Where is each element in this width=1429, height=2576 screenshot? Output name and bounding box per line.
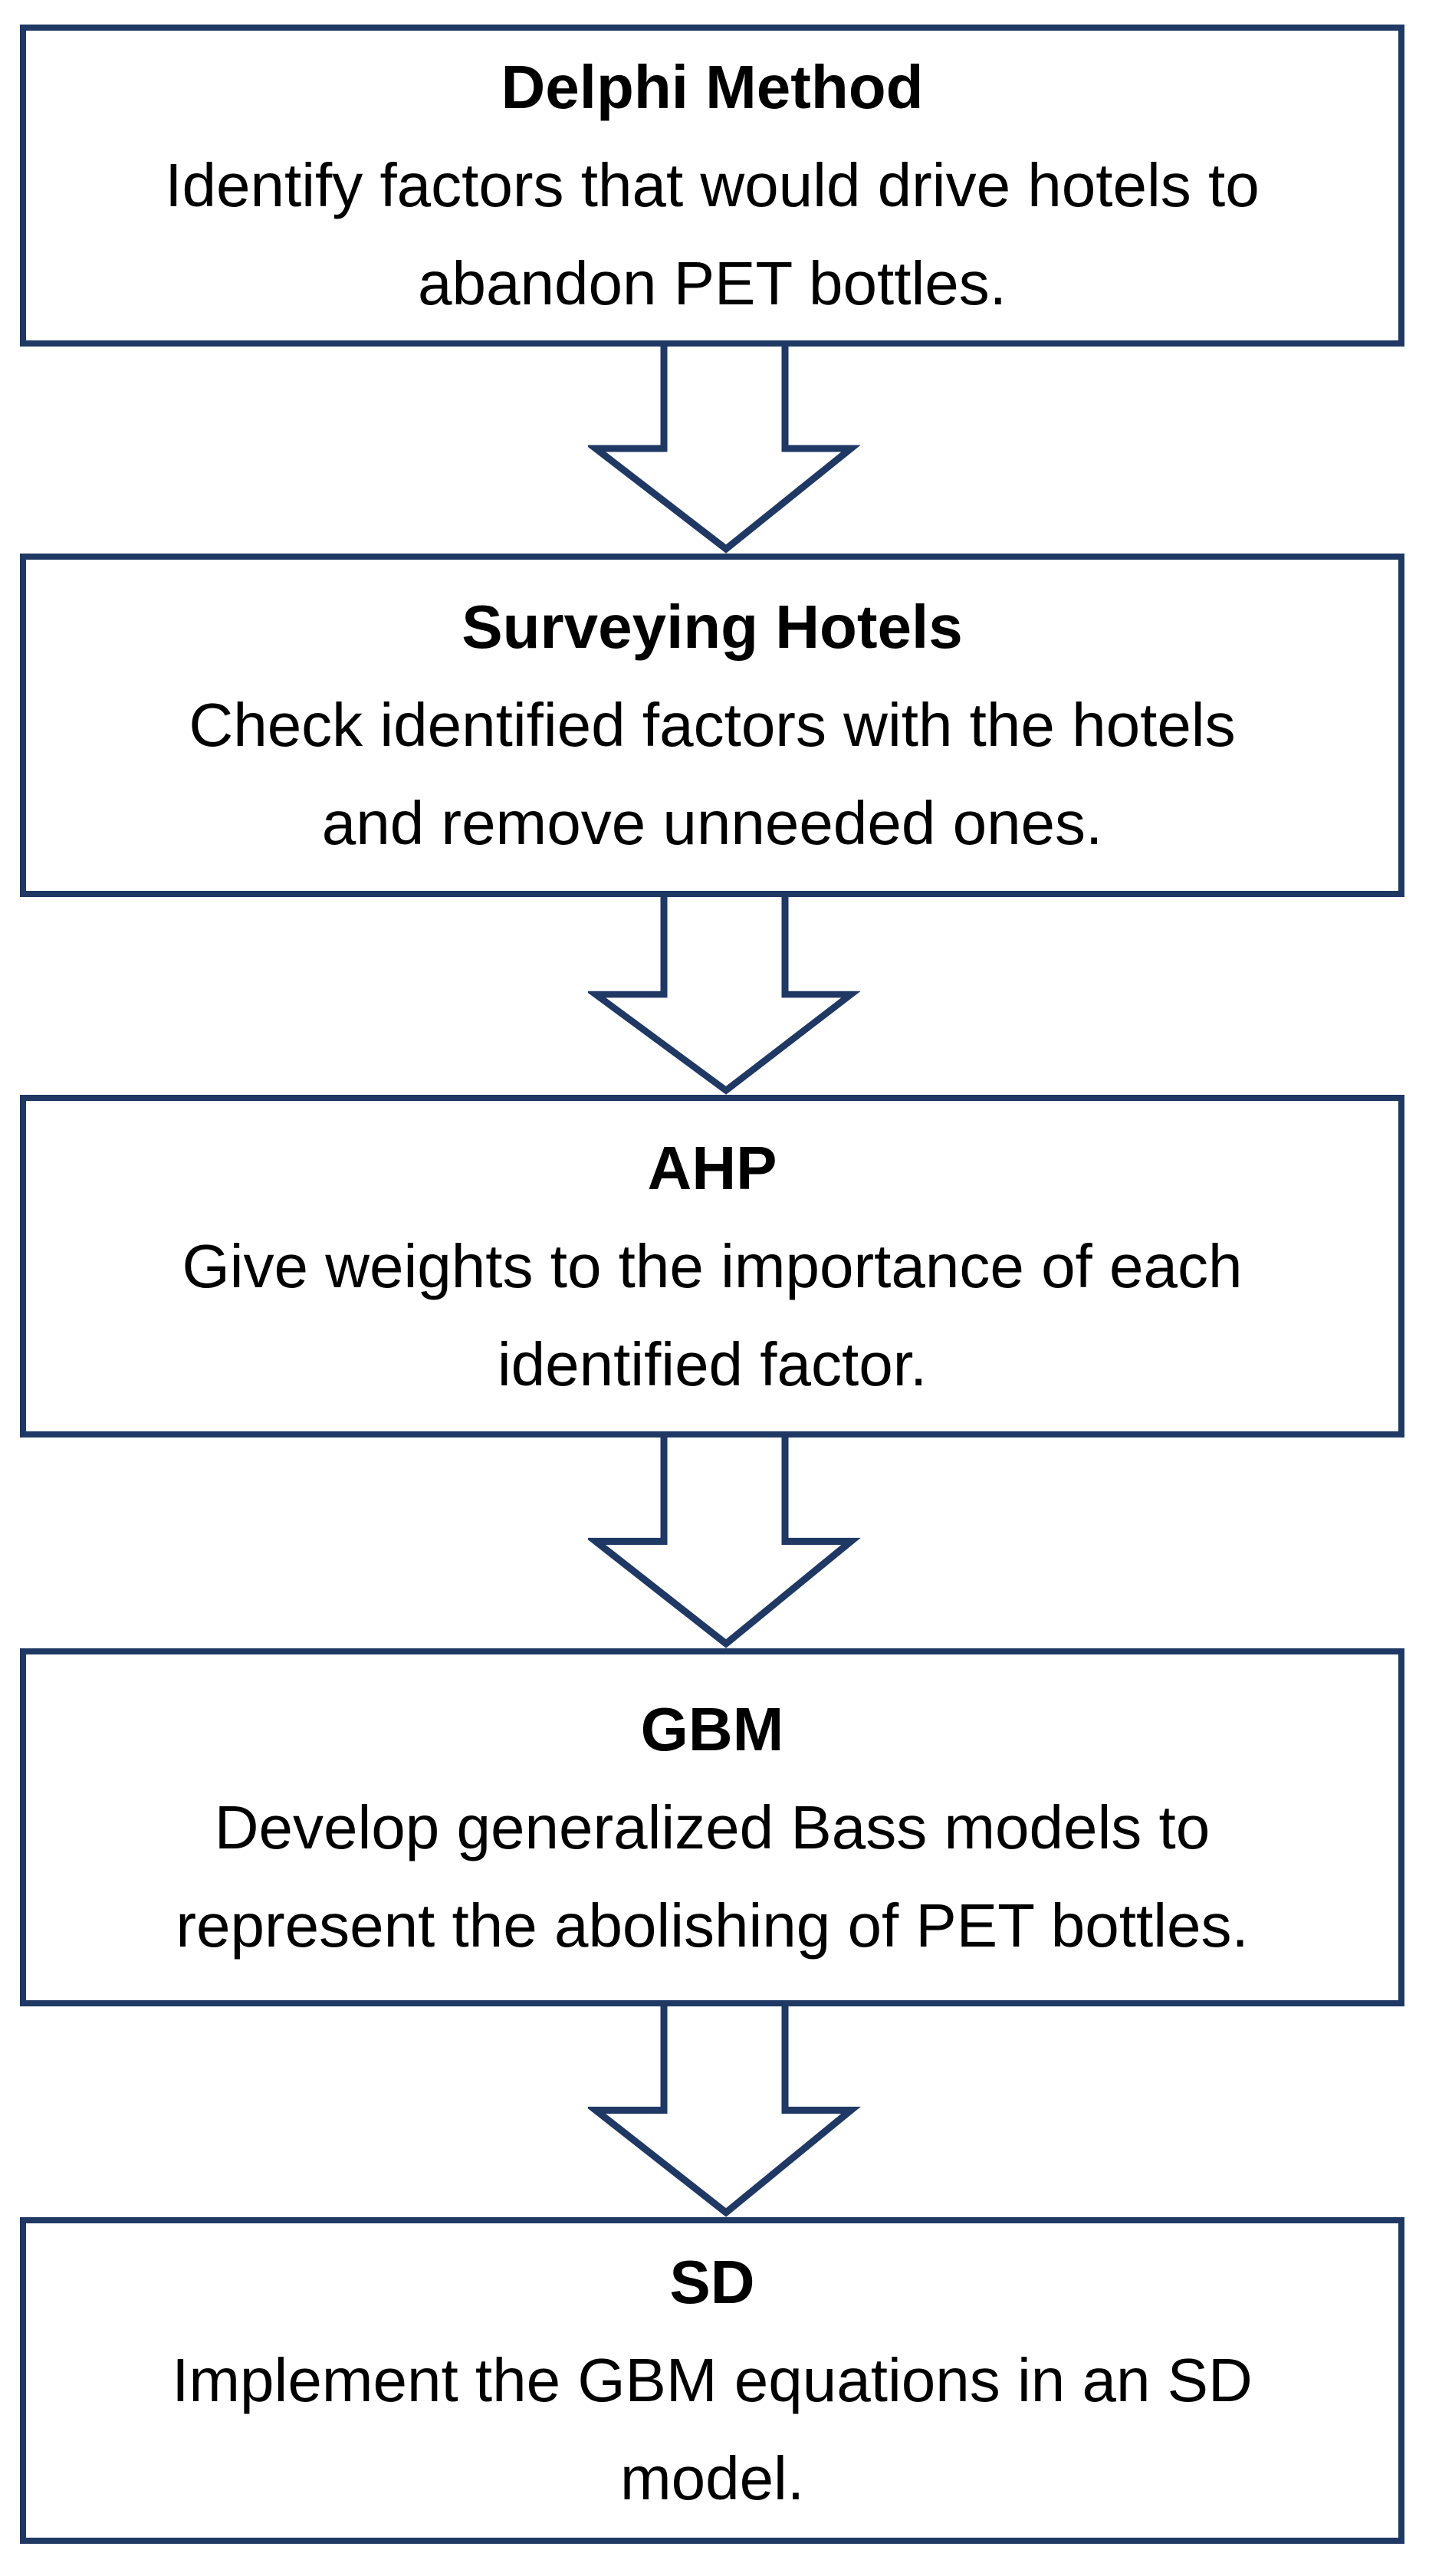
down-block-arrow-icon xyxy=(588,1438,864,1648)
box-text-line: model. xyxy=(619,2444,805,2512)
flow-box-gbm: GBM Develop generalized Bass models to r… xyxy=(20,1648,1404,2006)
flow-box-sd: SD Implement the GBM equations in an SD … xyxy=(20,2217,1404,2544)
flow-box-surveying-hotels: Surveying Hotels Check identified factor… xyxy=(20,554,1404,897)
box-title: AHP xyxy=(647,1133,777,1202)
box-text-line: Implement the GBM equations in an SD xyxy=(172,2346,1253,2414)
box-text-line: identified factor. xyxy=(497,1329,928,1398)
box-text-line: Give weights to the importance of each xyxy=(182,1231,1243,1300)
flow-box-ahp: AHP Give weights to the importance of ea… xyxy=(20,1095,1404,1438)
box-title: SD xyxy=(669,2248,755,2316)
flow-box-delphi-method: Delphi Method Identify factors that woul… xyxy=(20,25,1404,347)
box-text-line: and remove unneeded ones. xyxy=(321,789,1103,857)
down-block-arrow-icon xyxy=(588,347,864,554)
box-text-line: represent the abolishing of PET bottles. xyxy=(176,1891,1249,1960)
down-block-arrow-icon xyxy=(588,897,864,1095)
box-title: Surveying Hotels xyxy=(462,593,963,661)
box-text-line: Check identified factors with the hotels xyxy=(189,691,1236,759)
box-title: Delphi Method xyxy=(501,53,924,121)
box-text-line: Develop generalized Bass models to xyxy=(214,1792,1211,1861)
down-block-arrow-icon xyxy=(588,2006,864,2217)
box-text-line: Identify factors that would drive hotels… xyxy=(165,151,1260,219)
box-text-line: abandon PET bottles. xyxy=(418,249,1007,317)
box-title: GBM xyxy=(640,1694,784,1763)
